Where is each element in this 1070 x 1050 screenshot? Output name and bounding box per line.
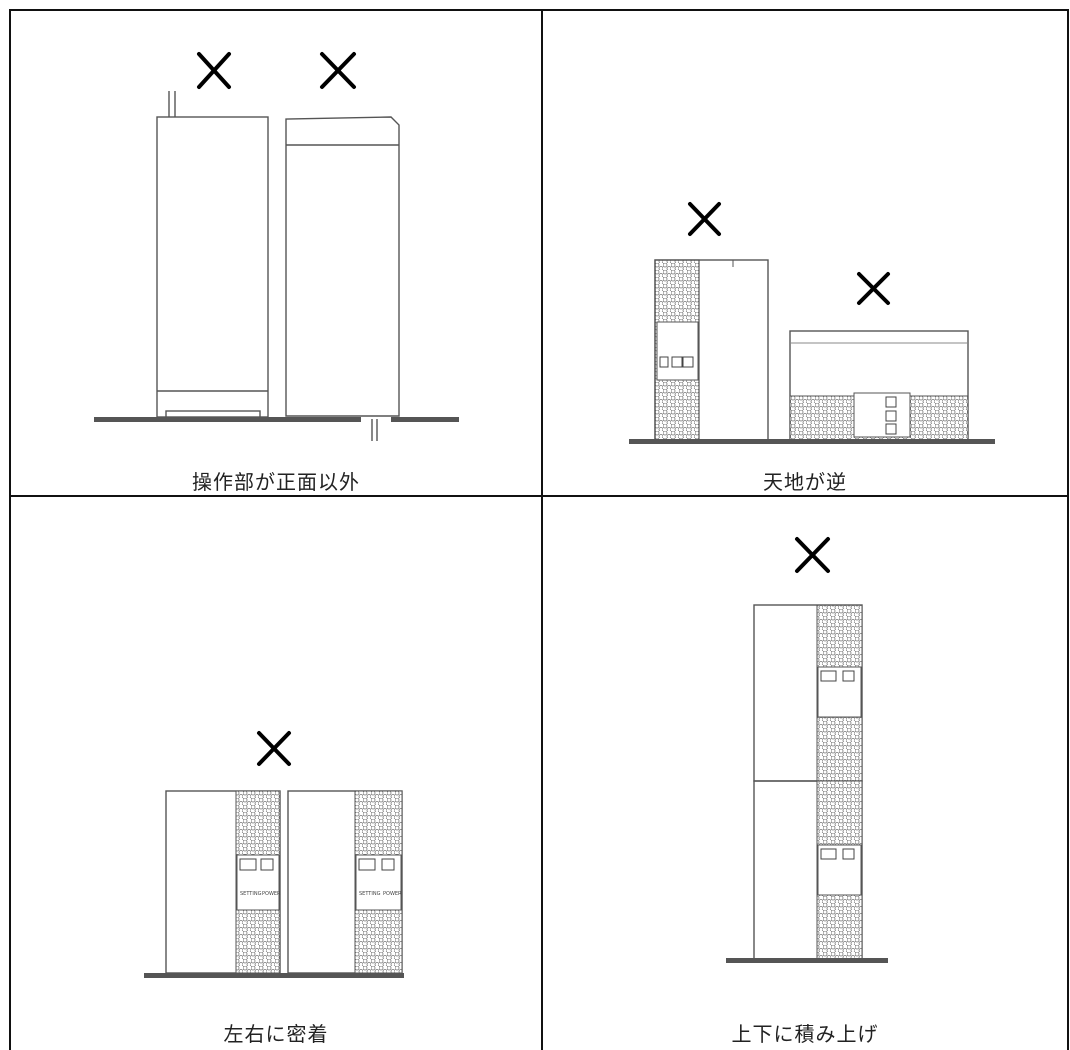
cross-mark-icon (197, 52, 231, 89)
cross-mark-icon (257, 731, 291, 766)
cell-side-by-side: SETTING POWER SETTING POWER 左右に密着 (11, 497, 541, 1050)
caption-side-by-side: 左右に密着 (223, 1022, 329, 1046)
unit-front-right: SETTING POWER (287, 790, 403, 974)
unit-front-left: SETTING POWER (165, 790, 281, 974)
power-label: POWER (383, 891, 402, 897)
cell-side-facing: 操作部が正面以外 (11, 11, 541, 495)
cross-mark-icon (320, 52, 356, 89)
setting-label: SETTING (359, 891, 381, 897)
grid-divider-vertical (541, 9, 543, 1050)
power-label: POWER (262, 891, 281, 897)
caption-upside-down: 天地が逆 (763, 470, 847, 494)
caption-side-facing: 操作部が正面以外 (192, 470, 360, 494)
floor-surface (144, 973, 404, 978)
unit-stacked-lower (753, 780, 863, 960)
unit-stacked-upper (753, 604, 863, 782)
floor-surface (629, 439, 995, 444)
floor-surface (726, 958, 888, 963)
caption-stacked: 上下に積み上げ (731, 1022, 879, 1046)
cell-upside-down: 天地が逆 (543, 11, 1067, 495)
unit-side-view-left (156, 91, 269, 420)
setting-label: SETTING (240, 891, 262, 897)
floor-surface (94, 417, 459, 422)
unit-side-view-right (285, 116, 400, 441)
grid-divider-horizontal (9, 495, 1069, 497)
cross-mark-icon (857, 272, 890, 305)
diagram-grid (9, 9, 1069, 1050)
unit-vertical-upside-down (654, 259, 769, 441)
cross-mark-icon (795, 537, 830, 573)
cross-mark-icon (688, 202, 721, 236)
unit-horizontal-upside-down (789, 330, 969, 442)
cell-stacked: 上下に積み上げ (543, 497, 1067, 1050)
